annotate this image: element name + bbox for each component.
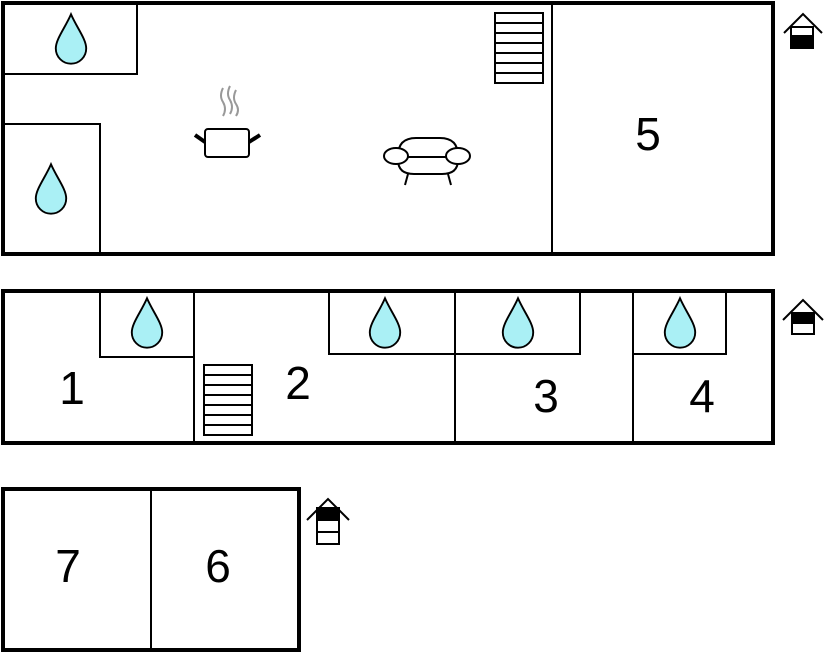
- stairs-icon: [494, 12, 544, 84]
- water-drop-icon: [501, 297, 535, 349]
- water-drop-icon: [368, 297, 402, 349]
- water-drop-icon: [130, 297, 164, 349]
- water-drop-icon: [54, 13, 88, 65]
- bathroom-wall: [633, 291, 727, 355]
- bathroom-wall: [3, 123, 101, 254]
- water-drop-icon: [34, 163, 68, 215]
- room-label: 4: [689, 370, 715, 422]
- room-label: 3: [533, 370, 559, 422]
- cooking-pot-icon: [193, 85, 262, 158]
- house-level-first-icon: [782, 298, 824, 335]
- water-drop-icon: [663, 297, 697, 349]
- room-label: 5: [635, 108, 661, 160]
- outer-wall: [1, 1, 775, 256]
- room-label: 6: [205, 540, 231, 592]
- bathroom-wall: [99, 291, 194, 358]
- floor-top: 7 6: [1, 487, 301, 652]
- outer-wall: [1, 289, 775, 445]
- house-level-ground-icon: [783, 12, 823, 49]
- floor-upper: 5: [1, 1, 775, 256]
- room-label: 7: [55, 540, 81, 592]
- sofa-icon: [383, 137, 471, 186]
- stairs-icon: [203, 364, 253, 436]
- bathroom-wall: [3, 3, 138, 75]
- room-label: 1: [59, 362, 85, 414]
- room-label: 2: [285, 357, 311, 409]
- house-level-second-icon: [306, 497, 350, 545]
- bathroom-wall: [328, 291, 581, 355]
- floor-middle: 1 2 3 4: [1, 289, 775, 445]
